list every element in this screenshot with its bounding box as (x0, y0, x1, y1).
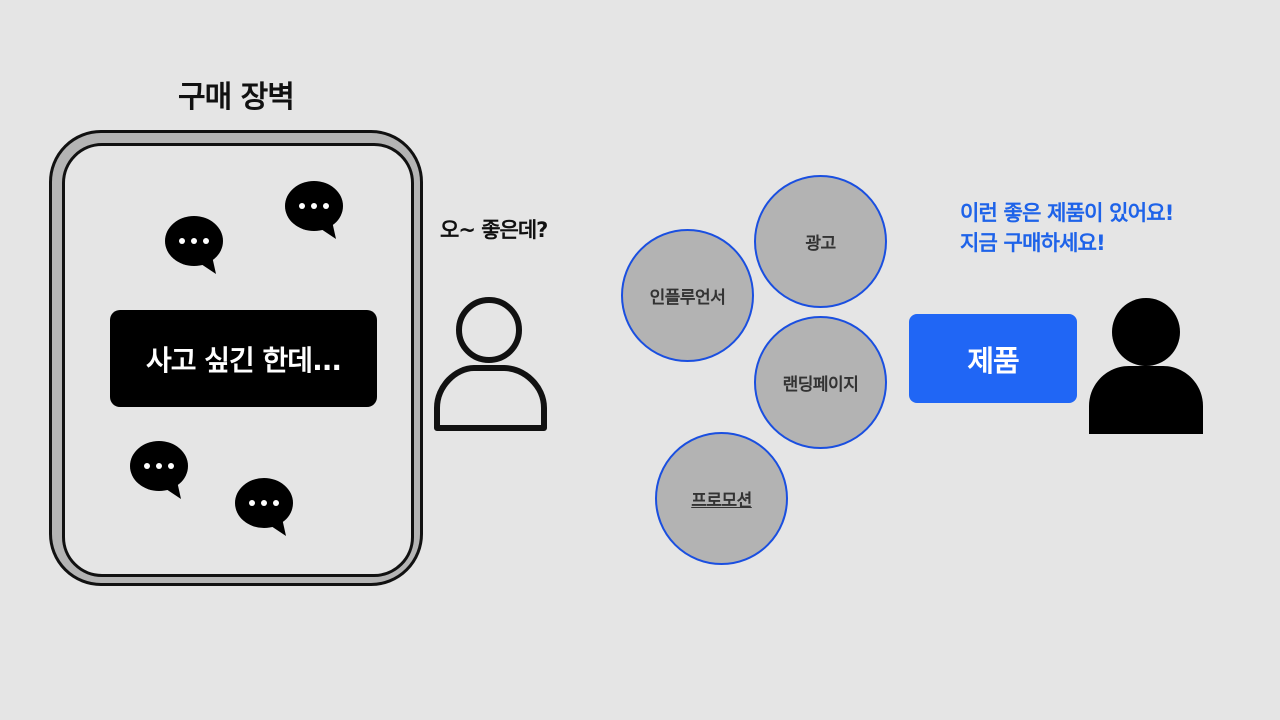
seller-pitch-line1: 이런 좋은 제품이 있어요! (960, 201, 1174, 225)
product-box: 제품 (909, 314, 1077, 403)
channel-circle-ad: 광고 (754, 175, 887, 308)
seller-person-icon (1089, 298, 1203, 434)
channel-circle-promotion: 프로모션 (655, 432, 788, 565)
channel-label: 광고 (805, 234, 836, 254)
thought-box: 사고 싶긴 한데... (110, 310, 377, 407)
channel-circle-influencer: 인플루언서 (621, 229, 754, 362)
customer-person-icon (434, 297, 547, 431)
chat-bubble-icon (235, 478, 293, 536)
seller-pitch-line2: 지금 구매하세요! (960, 231, 1106, 255)
purchase-barrier-title: 구매 장벽 (178, 80, 295, 115)
thought-text: 사고 싶긴 한데... (146, 343, 342, 377)
channel-label: 인플루언서 (649, 288, 726, 308)
product-label: 제품 (967, 343, 1019, 378)
channel-label: 프로모션 (691, 491, 752, 511)
seller-pitch: 이런 좋은 제품이 있어요! 지금 구매하세요! (960, 198, 1174, 258)
chat-bubble-icon (130, 441, 188, 499)
channel-circle-landing-page: 랜딩페이지 (754, 316, 887, 449)
chat-bubble-icon (285, 181, 343, 239)
chat-bubble-icon (165, 216, 223, 274)
channel-label: 랜딩페이지 (782, 375, 859, 395)
customer-reaction: 오~ 좋은데? (440, 218, 548, 242)
